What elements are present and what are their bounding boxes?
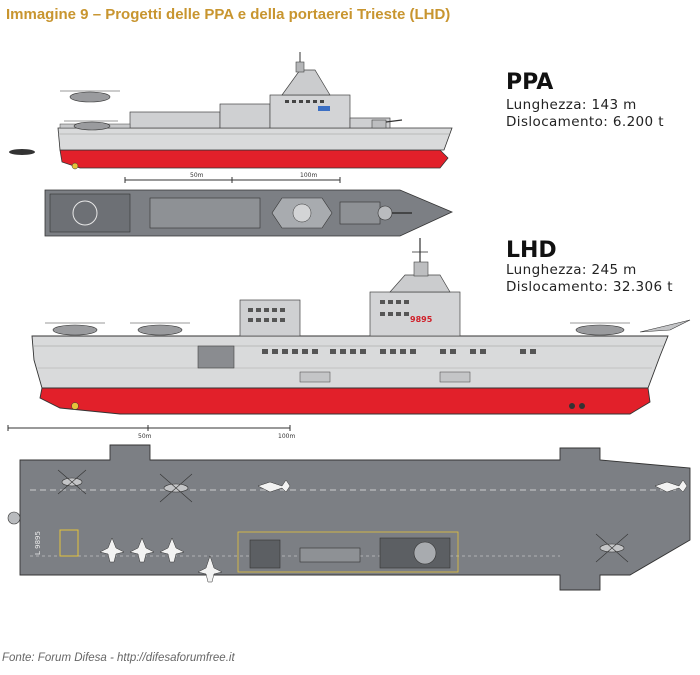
lhd-displacement: Dislocamento: 32.306 t [506, 279, 673, 295]
ppa-displacement: Dislocamento: 6.200 t [506, 114, 664, 130]
lhd-side-profile [31, 238, 691, 415]
ppa-scale-50: 50m [190, 172, 204, 179]
lhd-scale-50: 50m [138, 433, 152, 440]
lhd-deck-number: L 9895 [34, 531, 42, 555]
ppa-scale-100: 100m [300, 172, 317, 179]
lhd-scale-100: 100m [278, 433, 295, 440]
ppa-top-view [44, 189, 453, 237]
lhd-flight-deck [7, 444, 691, 591]
lhd-length: Lunghezza: 245 m [506, 262, 637, 278]
ppa-length: Lunghezza: 143 m [506, 97, 637, 113]
lhd-hull-number: 9895 [410, 315, 433, 324]
lhd-scale-bar [7, 425, 291, 431]
lhd-name: LHD [506, 238, 557, 263]
figure-title: Immagine 9 – Progetti delle PPA e della … [6, 6, 451, 23]
source-credit: Fonte: Forum Difesa - http://difesaforum… [2, 652, 235, 664]
ppa-scale-bar [124, 177, 341, 183]
ppa-side-profile [9, 52, 453, 170]
ppa-name: PPA [506, 70, 554, 95]
